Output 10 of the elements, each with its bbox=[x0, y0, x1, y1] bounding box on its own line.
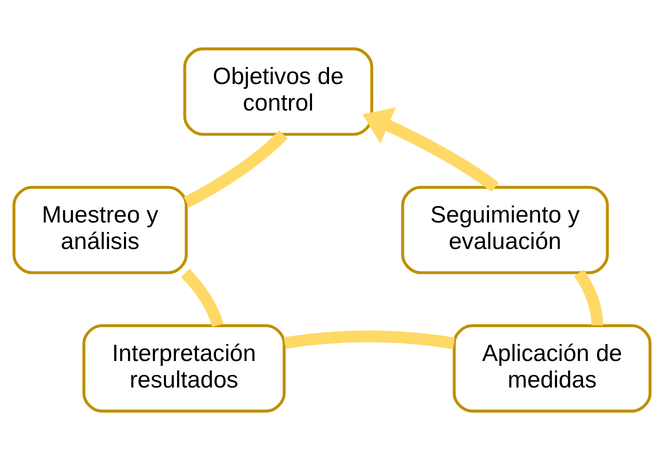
node-box: Aplicación de medidas bbox=[452, 324, 652, 413]
node-box: Muestreo y análisis bbox=[12, 186, 188, 274]
node-box: Seguimiento y evaluación bbox=[401, 186, 609, 274]
node-box: Interpretación resultados bbox=[82, 324, 286, 413]
connector bbox=[180, 268, 224, 327]
connector bbox=[284, 330, 455, 350]
node-box: Objetivos de control bbox=[183, 47, 374, 136]
arrow bbox=[362, 107, 499, 192]
connector bbox=[184, 130, 288, 208]
connector bbox=[574, 270, 604, 326]
